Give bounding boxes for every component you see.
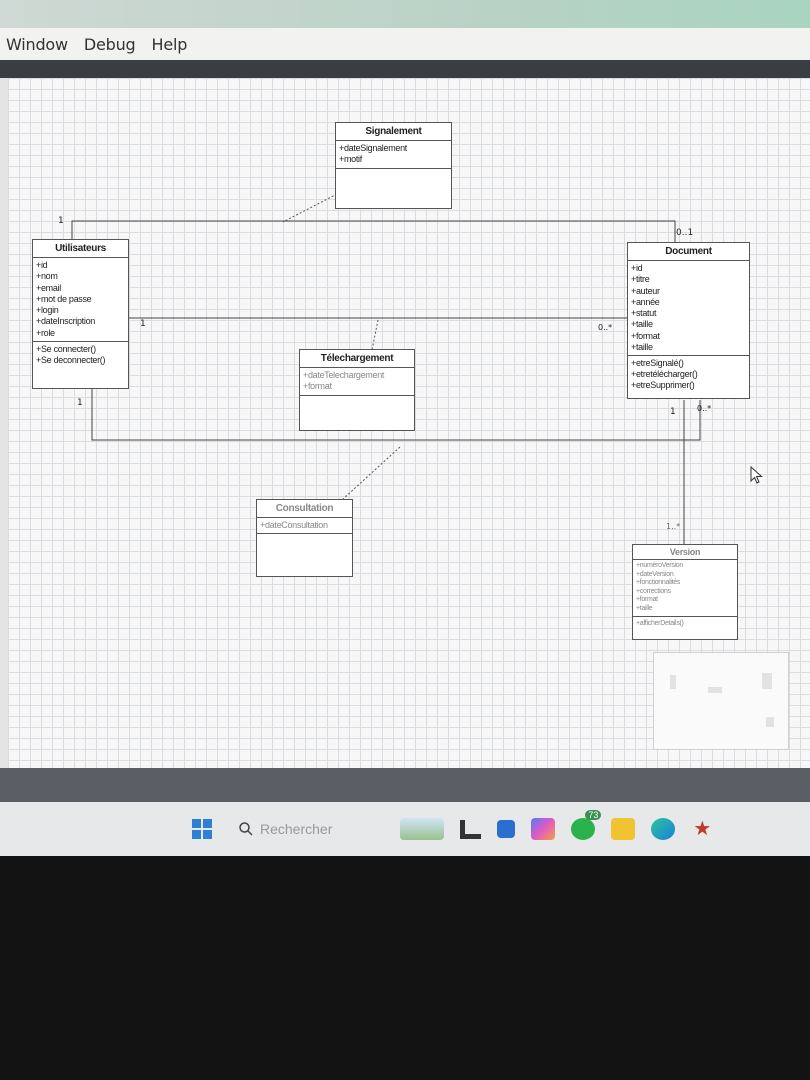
class-attributes: +dateConsultation (257, 518, 352, 535)
class-signalement[interactable]: Signalement +dateSignalement +motif (335, 122, 452, 209)
file-explorer-icon[interactable] (611, 818, 636, 840)
attribute: +id (631, 263, 643, 273)
attribute: +format (631, 330, 660, 341)
attribute: +id (36, 260, 48, 270)
attribute: +mot de passe (36, 293, 92, 304)
multiplicity-label: 1 (140, 319, 146, 329)
store-icon[interactable] (497, 820, 516, 838)
operation: +etretélécharger() (631, 369, 698, 380)
class-name: Document (628, 243, 749, 261)
multiplicity-label: 1 (58, 216, 64, 226)
attribute: +format (303, 381, 332, 392)
class-attributes: +dateTelechargement +format (300, 368, 414, 396)
multiplicity-label: 1 (77, 398, 83, 408)
attribute: +statut (631, 308, 657, 319)
attribute: +numéroVersion (636, 562, 683, 569)
operation: +Se connecter() (36, 344, 96, 355)
screen-lower-area (0, 768, 810, 804)
operation: +etreSignalé() (631, 358, 684, 369)
star-app-icon[interactable]: ★ (693, 818, 712, 840)
class-name: Consultation (257, 500, 352, 518)
class-telechargement[interactable]: Télechargement +dateTelechargement +form… (299, 349, 415, 431)
notification-badge: 73 (585, 810, 602, 820)
attribute: +dateSignalement (339, 143, 408, 153)
multiplicity-label: 1 (670, 407, 676, 417)
class-operations: +Se connecter() +Se deconnecter() (33, 342, 128, 368)
attribute: +format (636, 596, 658, 604)
class-attributes: +id +nom +email +mot de passe +login +da… (33, 258, 128, 343)
class-operations: +afficherDetails() (633, 617, 737, 630)
attribute: +nom (36, 271, 58, 282)
copilot-icon[interactable] (531, 818, 556, 840)
attribute: +titre (631, 274, 650, 285)
search-icon (239, 822, 253, 836)
class-name: Version (633, 545, 737, 560)
landscape-widget-icon[interactable] (400, 818, 445, 840)
diagram-overview[interactable] (653, 652, 789, 750)
toolbar-strip (0, 60, 810, 80)
multiplicity-label: 0..* (598, 323, 613, 332)
class-document[interactable]: Document +id +titre +auteur +année +stat… (627, 242, 750, 399)
attribute: +auteur (631, 285, 660, 296)
attribute: +login (36, 305, 59, 316)
class-name: Signalement (336, 123, 451, 141)
attribute: +fonctionnalités (636, 579, 681, 587)
attribute: +taille (631, 342, 653, 353)
menu-debug[interactable]: Debug (83, 34, 136, 54)
class-consultation[interactable]: Consultation +dateConsultation (256, 499, 353, 577)
search-placeholder: Rechercher (260, 821, 333, 837)
attribute: +taille (636, 604, 653, 612)
multiplicity-label: 0..* (697, 404, 712, 413)
class-utilisateurs[interactable]: Utilisateurs +id +nom +email +mot de pas… (32, 239, 129, 389)
canvas-edge (0, 78, 8, 770)
app-l-icon[interactable] (460, 819, 482, 839)
attribute: +corrections (636, 587, 671, 595)
menu-bar: Window Debug Help (0, 28, 810, 60)
edge-icon[interactable] (651, 818, 676, 840)
class-name: Télechargement (300, 350, 414, 368)
taskbar-apps: 73 ★ (400, 810, 713, 840)
taskbar-search[interactable]: Rechercher (238, 821, 332, 837)
attribute: +email (36, 282, 61, 293)
operation: +etreSupprimer() (631, 380, 695, 391)
menu-window[interactable]: Window (6, 34, 68, 54)
attribute: +dateInscription (36, 316, 95, 327)
whatsapp-icon[interactable]: 73 (571, 810, 602, 840)
class-operations: +etreSignalé() +etretélécharger() +etreS… (628, 356, 749, 393)
attribute: +motif (339, 154, 362, 165)
attribute: +dateConsultation (260, 520, 328, 530)
operation: +afficherDetails() (636, 619, 684, 627)
menu-help[interactable]: Help (151, 34, 188, 54)
attribute: +année (631, 296, 660, 307)
desk-background (0, 856, 810, 1080)
attribute: +role (36, 327, 55, 338)
mouse-cursor-icon (750, 466, 763, 484)
class-attributes: +dateSignalement +motif (336, 141, 451, 169)
operation: +Se deconnecter() (36, 355, 106, 366)
attribute: +taille (631, 319, 653, 330)
multiplicity-label: 0..1 (676, 228, 694, 238)
taskbar: Rechercher 73 ★ (0, 802, 810, 856)
class-name: Utilisateurs (33, 240, 128, 258)
attribute: +dateTelechargement (303, 370, 385, 380)
class-version[interactable]: Version +numéroVersion +dateVersion +fon… (632, 544, 738, 640)
attribute: +dateVersion (636, 570, 674, 578)
class-attributes: +id +titre +auteur +année +statut +taill… (628, 261, 749, 357)
multiplicity-label: 1..* (666, 522, 681, 531)
windows-start-icon[interactable] (192, 819, 212, 839)
class-attributes: +numéroVersion +dateVersion +fonctionnal… (633, 560, 737, 617)
